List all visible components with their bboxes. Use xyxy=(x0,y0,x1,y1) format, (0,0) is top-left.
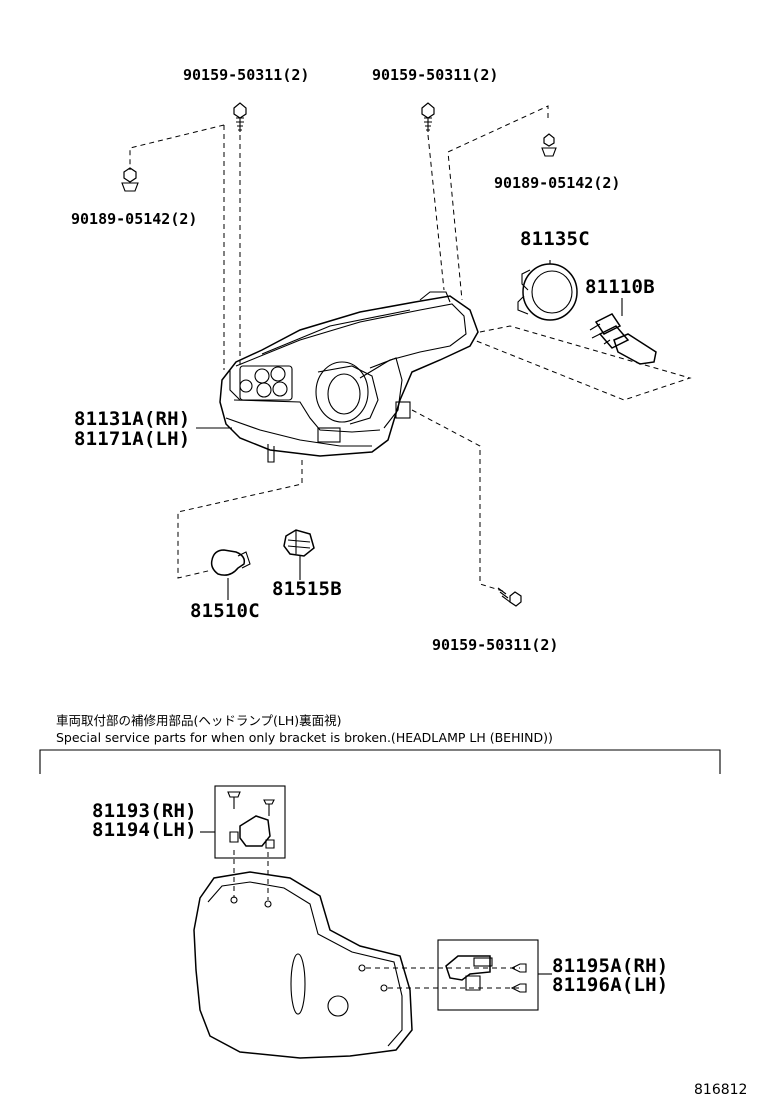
main-bulb-part xyxy=(589,313,657,365)
label-bracket-side-rh[interactable]: 81195A(RH) xyxy=(552,955,669,977)
screw-icon-upper-right xyxy=(263,799,275,816)
screw-icon-side-lower xyxy=(510,983,527,993)
label-bracket-side-lh[interactable]: 81196A(LH) xyxy=(552,974,669,996)
label-socket-cover[interactable]: 81135C xyxy=(520,228,590,250)
socket-cover-part xyxy=(517,263,578,321)
screw-icon-upper-left xyxy=(227,791,241,809)
label-bolt-left[interactable]: 90159-50311(2) xyxy=(183,66,310,84)
bolt-icon-left xyxy=(233,102,247,132)
label-bulb-main[interactable]: 81110B xyxy=(585,276,655,298)
side-bracket-part xyxy=(445,955,493,991)
note-english: Special service parts for when only brac… xyxy=(56,730,553,745)
label-headlamp-rh[interactable]: 81131A(RH) xyxy=(74,408,191,430)
clip-icon-left xyxy=(121,167,139,192)
label-bracket-upper-lh[interactable]: 81194(LH) xyxy=(92,819,197,841)
clip-icon-right xyxy=(541,133,557,157)
label-headlamp-lh[interactable]: 81171A(LH) xyxy=(74,428,191,450)
label-clip-left[interactable]: 90189-05142(2) xyxy=(71,210,198,228)
bolt-icon-right xyxy=(421,102,435,132)
label-bulb-small[interactable]: 81510C xyxy=(190,600,260,622)
label-bolt-bottom[interactable]: 90159-50311(2) xyxy=(432,636,559,654)
bolt-icon-bottom xyxy=(497,587,522,607)
upper-bracket-part xyxy=(229,815,275,849)
note-japanese: 車両取付部の補修用部品(ヘッドランプ(LH)裏面視) xyxy=(56,713,342,728)
small-socket-part xyxy=(283,529,315,557)
headlamp-assembly xyxy=(219,291,479,463)
label-bolt-right[interactable]: 90159-50311(2) xyxy=(372,66,499,84)
screw-icon-side-upper xyxy=(510,963,527,973)
label-clip-right[interactable]: 90189-05142(2) xyxy=(494,174,621,192)
small-bulb-part xyxy=(210,549,251,576)
diagram-code: 816812 xyxy=(694,1082,748,1098)
label-socket-small[interactable]: 81515B xyxy=(272,578,342,600)
label-bracket-upper-rh[interactable]: 81193(RH) xyxy=(92,800,197,822)
headlamp-housing-back xyxy=(193,871,413,1059)
